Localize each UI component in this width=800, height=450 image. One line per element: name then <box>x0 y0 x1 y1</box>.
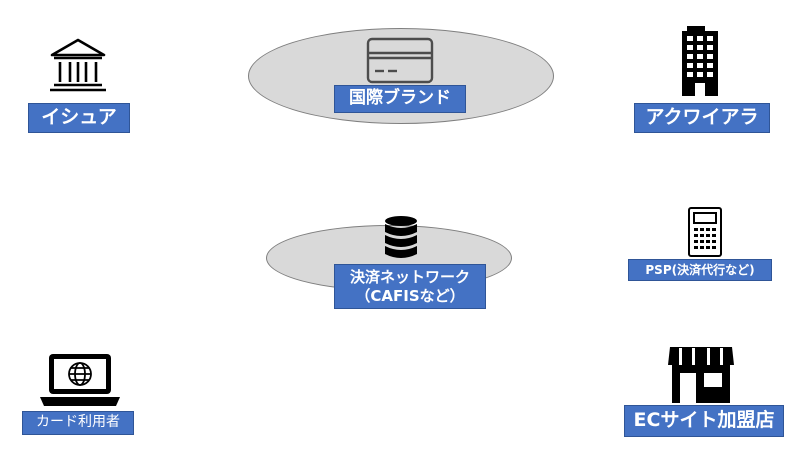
acquirer-label: アクワイアラ <box>634 103 770 133</box>
network-label-line2: （CAFISなど） <box>355 286 465 305</box>
office-building-icon <box>682 26 718 96</box>
network-label: 決済ネットワーク （CAFISなど） <box>334 264 486 309</box>
laptop-globe-icon <box>40 354 120 406</box>
bank-icon <box>50 38 106 92</box>
network-label-line1: 決済ネットワーク <box>349 267 470 286</box>
cardholder-label: カード利用者 <box>22 411 134 435</box>
database-icon <box>385 216 417 258</box>
calculator-icon <box>688 207 722 257</box>
brand-label: 国際ブランド <box>334 85 466 113</box>
issuer-label: イシュア <box>28 103 130 133</box>
psp-label: PSP(決済代行など) <box>628 259 772 281</box>
merchant-label: ECサイト加盟店 <box>624 405 784 437</box>
storefront-icon <box>668 347 734 403</box>
credit-card-icon <box>366 37 434 84</box>
